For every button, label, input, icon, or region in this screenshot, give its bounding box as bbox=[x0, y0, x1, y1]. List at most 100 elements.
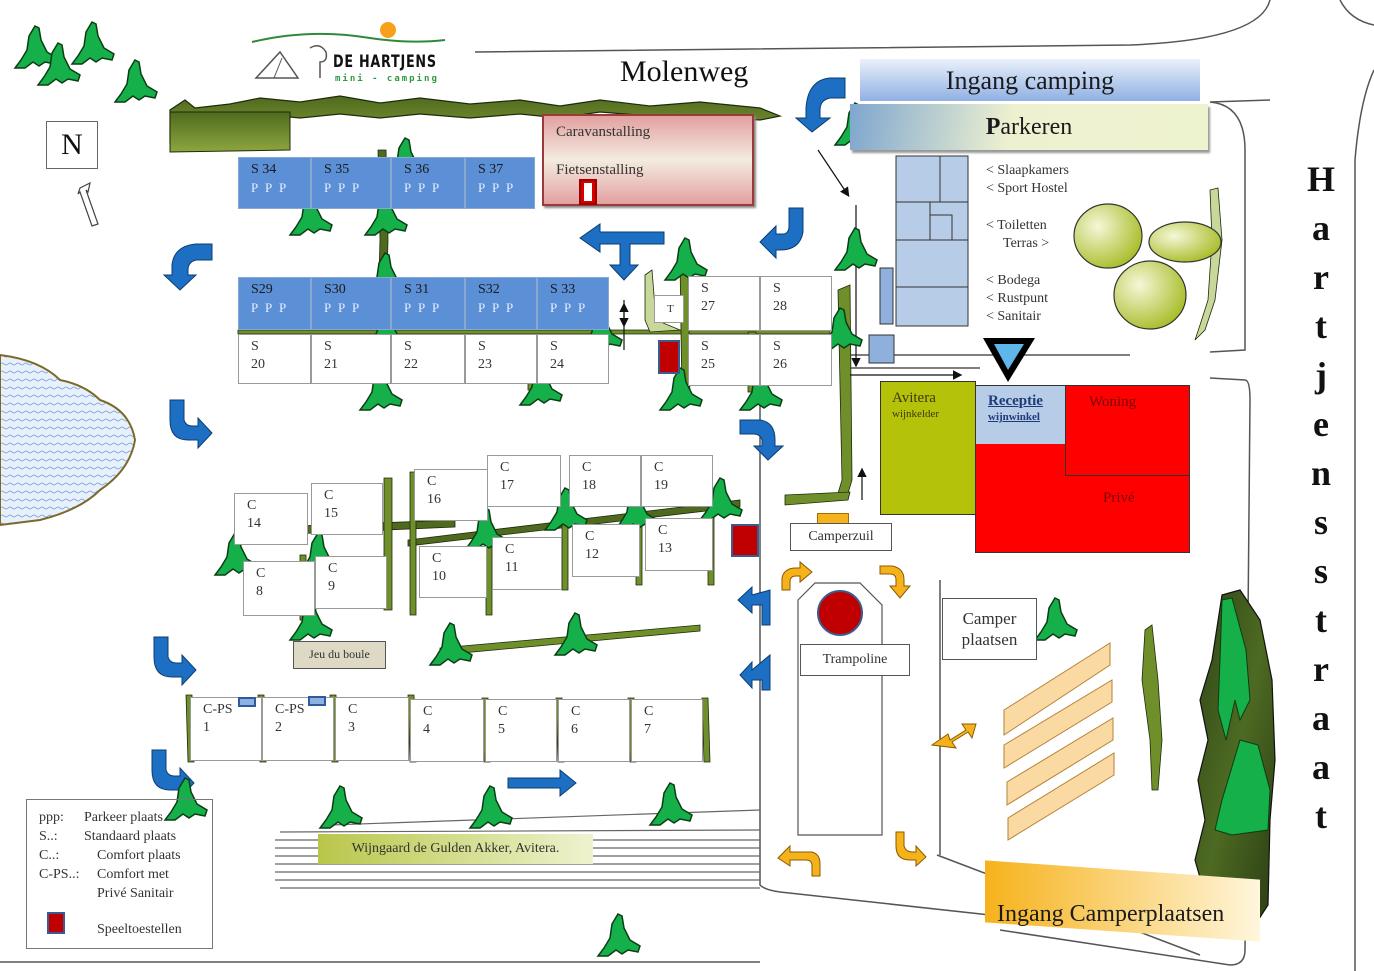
toilet-box: T bbox=[654, 295, 684, 323]
pitch-type: S bbox=[478, 339, 486, 354]
street-letter: s bbox=[1313, 502, 1328, 542]
vineyard-label: Wijngaard de Gulden Akker, Avitera. bbox=[351, 841, 560, 856]
camper-area-box[interactable]: Camper plaatsen bbox=[942, 598, 1037, 660]
pitch-type: C bbox=[500, 460, 510, 475]
parking-label: P P P bbox=[404, 180, 442, 195]
legend-row: Privé Sanitair bbox=[39, 884, 212, 903]
legend-value: Comfort met bbox=[97, 867, 169, 882]
trampoline-label-box[interactable]: Trampoline bbox=[800, 644, 910, 676]
reception[interactable]: Receptie wijnwinkel bbox=[976, 386, 1065, 444]
pitch-number: 18 bbox=[582, 478, 596, 493]
blue-arrows bbox=[151, 77, 846, 800]
pitch-type: S bbox=[550, 339, 558, 354]
house-label: Woning bbox=[1089, 394, 1137, 410]
pitch-number: 20 bbox=[251, 357, 265, 372]
pitch-type: C bbox=[585, 529, 595, 544]
compass-box: N bbox=[46, 121, 98, 169]
pitch-number: 6 bbox=[571, 722, 578, 737]
parking-label: P P P bbox=[324, 300, 362, 315]
pitch-number: 4 bbox=[423, 722, 430, 737]
pitch-label: S30 bbox=[324, 282, 346, 297]
pitch-type: S bbox=[701, 281, 709, 296]
legend-key bbox=[39, 884, 97, 903]
north-arrow-icon bbox=[77, 182, 99, 227]
pitch-number: 22 bbox=[404, 357, 418, 372]
logo-graphic bbox=[251, 22, 446, 79]
private-sanitary-icon bbox=[308, 696, 326, 706]
facility-list: < Slaapkamers < Sport Hostel < Toiletten… bbox=[986, 162, 1069, 326]
entrance-camping[interactable]: Ingang camping bbox=[860, 59, 1200, 101]
pitch-number: 13 bbox=[658, 541, 672, 556]
pitch-type: S bbox=[251, 339, 259, 354]
road-hartjensstraat: H a r t j e n s s t r a a t bbox=[1300, 155, 1342, 841]
pitch-number: 25 bbox=[701, 357, 715, 372]
pitch-s30[interactable]: S30 P P P bbox=[311, 277, 391, 330]
facility-terrace: Terras > bbox=[1003, 236, 1050, 251]
playground-marker[interactable] bbox=[658, 340, 680, 374]
street-letter: t bbox=[1315, 600, 1327, 640]
legend-row: C..:Comfort plaats bbox=[39, 846, 212, 865]
pitch-number: 5 bbox=[498, 722, 505, 737]
street-letter: j bbox=[1315, 355, 1327, 395]
bike-storage-label: Fietsenstalling bbox=[556, 162, 644, 178]
pitch-type: C bbox=[427, 474, 437, 489]
lake bbox=[0, 353, 137, 527]
pitch-number: 8 bbox=[256, 584, 263, 599]
pitch-s34[interactable]: S 34 P P P bbox=[238, 157, 311, 209]
street-letter: r bbox=[1313, 257, 1329, 297]
wine-cellar[interactable]: Avitera wijnkelder bbox=[880, 381, 976, 515]
parking-label: P P P bbox=[251, 180, 289, 195]
parking-label: P P P bbox=[251, 300, 289, 315]
facility-bedrooms: < Slaapkamers bbox=[986, 163, 1069, 178]
pitch-label: S 34 bbox=[251, 162, 277, 177]
playground-marker[interactable] bbox=[731, 524, 759, 557]
legend-value: Privé Sanitair bbox=[97, 886, 174, 901]
entrance-camping-label: Ingang camping bbox=[945, 66, 1115, 95]
pitch-number: 14 bbox=[247, 516, 261, 531]
facility-toilets: < Toiletten bbox=[986, 218, 1047, 233]
parking-area[interactable]: Parkeren bbox=[850, 104, 1208, 150]
pitch-type: S bbox=[773, 339, 781, 354]
legend-row: S..:Standaard plaats bbox=[39, 827, 212, 846]
camper-post[interactable]: Camperzuil bbox=[790, 523, 892, 551]
facility-rest: < Rustpunt bbox=[986, 291, 1048, 306]
legend-key: C..: bbox=[39, 848, 60, 863]
boules-court[interactable]: Jeu du boule bbox=[293, 641, 386, 669]
pitch-s20[interactable]: S 20 bbox=[238, 334, 311, 384]
camper-area-line1: Camper bbox=[962, 609, 1017, 628]
